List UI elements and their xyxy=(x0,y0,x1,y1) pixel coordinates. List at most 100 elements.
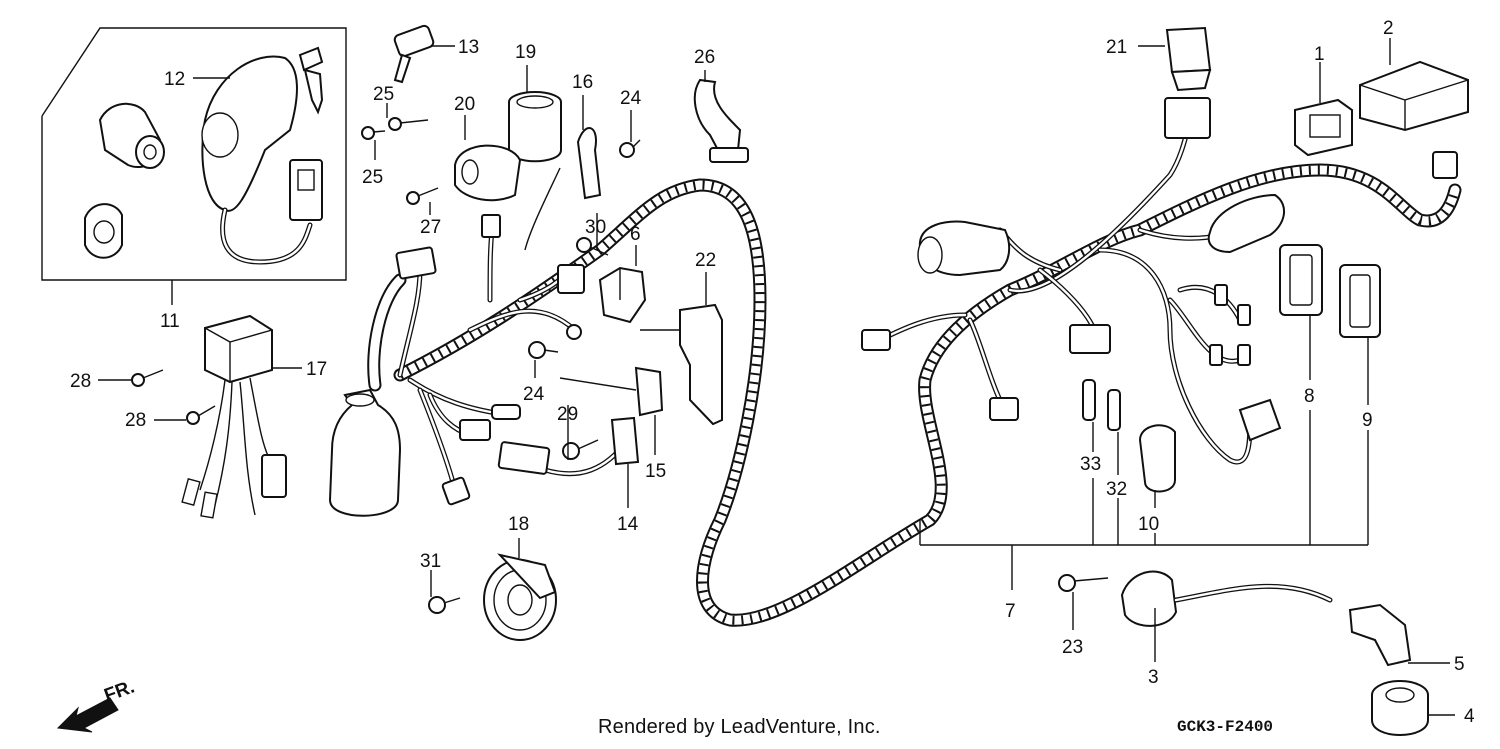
callout-7[interactable]: 7 xyxy=(1005,601,1016,622)
callout-31[interactable]: 31 xyxy=(420,551,441,572)
sensor-6[interactable] xyxy=(598,266,647,324)
main-wire-harness[interactable] xyxy=(367,125,1462,627)
callout-6[interactable]: 6 xyxy=(630,224,641,245)
ignition-coil-3[interactable] xyxy=(1120,570,1333,627)
callout-12[interactable]: 12 xyxy=(164,69,185,90)
connector-right-a[interactable] xyxy=(861,329,891,351)
callout-3[interactable]: 3 xyxy=(1148,667,1159,688)
connector-right-b[interactable] xyxy=(989,397,1019,421)
callout-28a[interactable]: 28 xyxy=(70,371,91,392)
harness-bottle-connector[interactable] xyxy=(328,388,402,517)
callout-28b[interactable]: 28 xyxy=(125,410,146,431)
callout-22[interactable]: 22 xyxy=(695,250,716,271)
seat-lock-cylinder[interactable] xyxy=(98,102,165,169)
fuse-box-1[interactable] xyxy=(1294,98,1353,157)
bolt-31[interactable] xyxy=(428,596,461,614)
screw-25a[interactable] xyxy=(388,117,429,131)
tapping-screw-27[interactable] xyxy=(406,187,439,205)
horn-18[interactable] xyxy=(483,553,557,641)
front-direction-arrow: FR. xyxy=(56,676,138,733)
lock-cylinder[interactable] xyxy=(84,203,123,259)
callout-labels: 1 2 3 4 5 6 7 8 9 10 11 12 13 14 15 16 1… xyxy=(70,18,1475,727)
fuse-32[interactable] xyxy=(1107,389,1121,431)
callout-24b[interactable]: 24 xyxy=(523,384,545,405)
callout-23[interactable]: 23 xyxy=(1062,637,1083,658)
coil-connector-left[interactable] xyxy=(917,220,1011,277)
connector-small-square[interactable] xyxy=(459,419,491,441)
connector-bullet[interactable] xyxy=(491,404,521,420)
callout-21[interactable]: 21 xyxy=(1106,37,1127,58)
render-credit: Rendered by LeadVenture, Inc. xyxy=(598,716,881,738)
callout-33[interactable]: 33 xyxy=(1080,454,1101,475)
callout-18[interactable]: 18 xyxy=(508,514,529,535)
bolt-24a[interactable] xyxy=(619,139,641,158)
callout-25b[interactable]: 25 xyxy=(362,167,383,188)
callout-1[interactable]: 1 xyxy=(1314,44,1325,65)
callout-9[interactable]: 9 xyxy=(1362,410,1373,431)
callout-10[interactable]: 10 xyxy=(1138,514,1159,535)
band-clamp-16[interactable] xyxy=(524,127,602,251)
turn-signal-relay[interactable] xyxy=(508,91,562,163)
grommet-4[interactable] xyxy=(1371,680,1429,736)
ignition-switch-kit-box xyxy=(41,27,347,305)
ignition-switch[interactable] xyxy=(201,46,324,265)
connector-ring-terminal[interactable] xyxy=(566,324,582,340)
callout-14[interactable]: 14 xyxy=(617,514,639,535)
holder-14[interactable] xyxy=(610,416,640,466)
callout-26[interactable]: 26 xyxy=(694,47,715,68)
callout-27[interactable]: 27 xyxy=(420,217,441,238)
fuse-33[interactable] xyxy=(1082,379,1096,421)
connector-far-right[interactable] xyxy=(1432,151,1458,179)
control-unit-17[interactable] xyxy=(181,314,287,519)
spark-plug-cap-5[interactable] xyxy=(1348,603,1412,667)
callout-8[interactable]: 8 xyxy=(1304,386,1315,407)
bolt-29[interactable] xyxy=(562,439,599,460)
control-module-2[interactable] xyxy=(1359,60,1469,132)
connector-right-c[interactable] xyxy=(1069,324,1111,354)
connector-bottom[interactable] xyxy=(441,476,471,506)
callout-2[interactable]: 2 xyxy=(1383,18,1394,39)
connector-left-top[interactable] xyxy=(395,246,437,280)
bracket-22[interactable] xyxy=(640,303,723,426)
callout-29[interactable]: 29 xyxy=(557,404,578,425)
connector-right-e[interactable] xyxy=(1238,398,1282,442)
key[interactable] xyxy=(393,24,435,84)
diagram-code: GCK3-F2400 xyxy=(1177,718,1274,736)
connector-14-plug[interactable] xyxy=(497,441,551,475)
bracket-15[interactable] xyxy=(559,366,664,417)
leader-lines xyxy=(98,38,1455,716)
bolt-30[interactable] xyxy=(576,237,609,256)
relay-mount-rubber[interactable] xyxy=(454,144,522,202)
callout-30[interactable]: 30 xyxy=(585,217,606,238)
coil-connector-right[interactable] xyxy=(1207,193,1285,254)
callout-32[interactable]: 32 xyxy=(1106,479,1127,500)
fuse-cover-8[interactable] xyxy=(1279,244,1323,316)
callout-20[interactable]: 20 xyxy=(454,94,475,115)
callout-16[interactable]: 16 xyxy=(572,72,593,93)
callout-17[interactable]: 17 xyxy=(306,359,327,380)
relay-21[interactable] xyxy=(1164,26,1212,139)
callout-5[interactable]: 5 xyxy=(1454,654,1465,675)
terminal-right-d[interactable] xyxy=(1209,284,1251,366)
bolt-24b[interactable] xyxy=(528,341,559,359)
callout-25a[interactable]: 25 xyxy=(373,84,394,105)
fuse-cover-9[interactable] xyxy=(1339,264,1381,338)
callout-24a[interactable]: 24 xyxy=(620,88,642,109)
screw-28b[interactable] xyxy=(186,405,216,425)
screw-25b[interactable] xyxy=(361,126,386,140)
callout-19[interactable]: 19 xyxy=(515,42,536,63)
connector-left-mid[interactable] xyxy=(481,214,501,238)
callout-11[interactable]: 11 xyxy=(160,311,180,332)
bolt-23[interactable] xyxy=(1058,574,1109,592)
callout-15[interactable]: 15 xyxy=(645,461,666,482)
connector-right-small[interactable] xyxy=(557,264,585,294)
screw-28a[interactable] xyxy=(131,369,164,387)
front-direction-label: FR. xyxy=(102,676,138,706)
group-bracket-7 xyxy=(919,410,1369,590)
callout-13[interactable]: 13 xyxy=(458,37,479,58)
callout-4[interactable]: 4 xyxy=(1464,706,1475,727)
cap-10[interactable] xyxy=(1138,424,1176,493)
harness-clamp-26[interactable] xyxy=(693,78,749,163)
